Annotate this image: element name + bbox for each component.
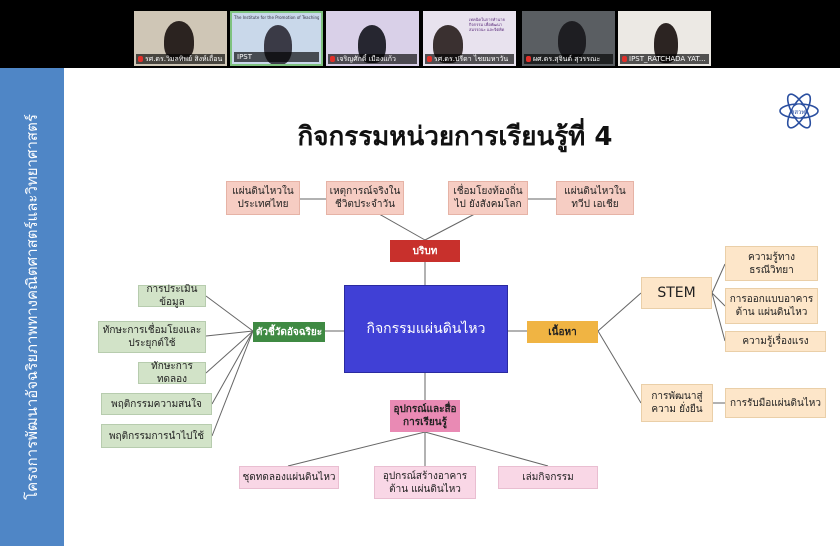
- slide-title: กิจกรรมหน่วยการเรียนรู้ที่ 4: [297, 122, 613, 152]
- sustainability-item: การรับมือแผ่นดินไหว: [725, 388, 826, 418]
- context-hub: บริบท: [390, 240, 460, 262]
- participant-tile[interactable]: เจริญศักดิ์ เมืองแก้ว: [326, 11, 419, 66]
- material-item: ชุดทดลองแผ่นดินไหว: [239, 466, 339, 489]
- indicator-item: พฤติกรรมความสนใจ: [101, 393, 212, 415]
- indicator-item: พฤติกรรมการนำไปใช้: [101, 424, 212, 448]
- participant-tile[interactable]: ผศ.ดร.สุจินต์ สุวรรณะ: [522, 11, 615, 66]
- participant-tile[interactable]: IPST_RATCHADA YAT...: [618, 11, 711, 66]
- participant-tile[interactable]: เทคนิคในการทำนายกิจกรรม เพื่อพัฒนาสมรรถน…: [423, 11, 516, 66]
- context-item: เชื่อมโยงท้องถิ่นไป ยังสังคมโลก: [448, 181, 528, 215]
- connector-lines: [205, 198, 726, 467]
- participant-tile[interactable]: รศ.ดร.วิมลทิพย์ สิงห์เถื่อน: [134, 11, 227, 66]
- context-item: เหตุการณ์จริงใน ชีวิตประจำวัน: [326, 181, 404, 215]
- materials-hub: อุปกรณ์และสื่อ การเรียนรู้: [390, 400, 460, 432]
- logo-text: สสวท.: [791, 109, 808, 116]
- context-item: แผ่นดินไหวใน ประเทศไทย: [226, 181, 300, 215]
- slide-side-banner: โครงการพัฒนาอัจฉริยภาพทางคณิตศาสตร์และวิ…: [0, 68, 64, 546]
- central-topic-box: กิจกรรมแผ่นดินไหว: [344, 285, 508, 373]
- participant-name: IPST: [237, 53, 253, 61]
- participant-name-bar: IPST_RATCHADA YAT...: [620, 54, 709, 64]
- shared-slide: โครงการพัฒนาอัจฉริยภาพทางคณิตศาสตร์และวิ…: [0, 68, 840, 546]
- participant-name: เจริญศักดิ์ เมืองแก้ว: [337, 55, 396, 63]
- sustainability-box: การพัฒนาสู่ความ ยั่งยืน: [641, 384, 713, 422]
- indicator-item: ทักษะการทดลอง: [138, 361, 206, 385]
- material-item: อุปกรณ์สร้างอาคารต้าน แผ่นดินไหว: [374, 466, 476, 499]
- indicator-item: การประเมินข้อมูล: [138, 284, 206, 308]
- participant-name: รศ.ดร.ปรีดา ไชยมหาวัน: [434, 55, 509, 63]
- participant-name-bar: IPST: [234, 52, 319, 62]
- participant-tile-active-speaker[interactable]: The Institute for the Promotion of Teach…: [230, 11, 323, 66]
- mic-muted-icon: [330, 56, 335, 62]
- mic-muted-icon: [622, 56, 627, 62]
- participant-name-bar: ผศ.ดร.สุจินต์ สุวรรณะ: [524, 54, 613, 64]
- participant-name-bar: เจริญศักดิ์ เมืองแก้ว: [328, 54, 417, 64]
- participant-name: ผศ.ดร.สุจินต์ สุวรรณะ: [533, 55, 601, 63]
- participant-video: [558, 21, 586, 59]
- content-hub: เนื้อหา: [527, 321, 598, 343]
- context-item: แผ่นดินไหวในทวีป เอเชีย: [556, 181, 634, 215]
- stem-item: ความรู้ทางธรณีวิทยา: [725, 246, 818, 281]
- mic-muted-icon: [526, 56, 531, 62]
- slide-caption: The Institute for the Promotion of Teach…: [234, 15, 319, 20]
- slide-caption: เทคนิคในการทำนายกิจกรรม เพื่อพัฒนาสมรรถน…: [469, 17, 505, 32]
- stem-box: STEM: [641, 277, 712, 309]
- indicators-hub: ตัวชี้วัดอัจฉริยะ: [253, 322, 325, 342]
- indicator-item: ทักษะการเชื่อมโยงและ ประยุกต์ใช้: [98, 321, 206, 353]
- participant-name: IPST_RATCHADA YAT...: [629, 55, 706, 63]
- stem-item: การออกแบบอาคารต้าน แผ่นดินไหว: [725, 288, 818, 324]
- participant-gallery: รศ.ดร.วิมลทิพย์ สิงห์เถื่อน The Institut…: [0, 0, 840, 68]
- atom-logo-icon: สสวท.: [779, 93, 819, 129]
- mic-muted-icon: [138, 56, 143, 62]
- mic-muted-icon: [427, 56, 432, 62]
- participant-name: รศ.ดร.วิมลทิพย์ สิงห์เถื่อน: [145, 55, 223, 63]
- stem-item: ความรู้เรื่องแรง: [725, 331, 826, 352]
- participant-name-bar: รศ.ดร.วิมลทิพย์ สิงห์เถื่อน: [136, 54, 225, 64]
- ipst-logo: สสวท.: [778, 88, 820, 134]
- material-item: เล่มกิจกรรม: [498, 466, 598, 489]
- participant-name-bar: รศ.ดร.ปรีดา ไชยมหาวัน: [425, 54, 514, 64]
